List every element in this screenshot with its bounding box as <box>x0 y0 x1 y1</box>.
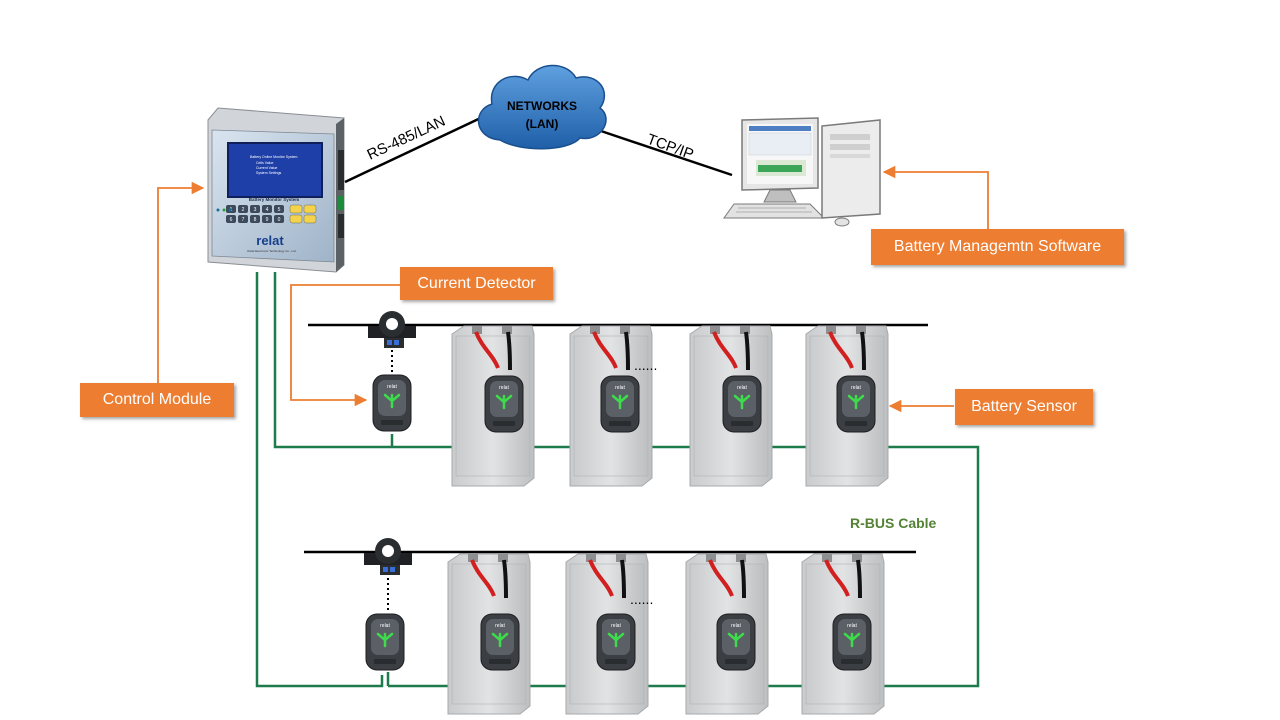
tcpip-label: TCP/IP <box>645 131 696 164</box>
battery-row-2: ...... <box>304 538 916 716</box>
lan-label: (LAN) <box>526 117 559 131</box>
battery-sensor <box>831 612 873 672</box>
battery-row-1: ...... <box>308 311 928 488</box>
keypad-key-label: 7 <box>242 217 245 223</box>
keypad-key <box>238 205 248 213</box>
battery-sensor-callout: Battery Sensor <box>955 389 1093 425</box>
keypad-key <box>250 215 260 223</box>
keypad-key <box>226 215 236 223</box>
battery-sensor <box>479 612 521 672</box>
current-detector <box>368 311 416 348</box>
keypad-key-label: 6 <box>230 217 233 223</box>
tcpip-link <box>597 128 733 177</box>
keypad-key <box>274 215 284 223</box>
keypad-key-label: 4 <box>266 207 269 213</box>
software-callout: Battery Managemtn Software <box>871 229 1124 265</box>
keypad-key-label: 3 <box>254 207 257 213</box>
device-screen <box>227 142 323 198</box>
row2-ellipsis: ...... <box>630 591 653 607</box>
device-brand: relat <box>256 233 284 248</box>
computer <box>723 117 881 227</box>
network-cloud: NETWORKS (LAN) <box>477 64 607 150</box>
keypad-key-label: 8 <box>254 217 257 223</box>
battery-sensor <box>599 374 641 434</box>
svg-text:Battery Online Monitor System: Battery Online Monitor System <box>250 155 298 159</box>
battery-sensor <box>721 374 763 434</box>
keypad-key <box>274 205 284 213</box>
battery-sensor <box>483 374 525 434</box>
keypad-key-label: 9 <box>266 217 269 223</box>
keypad-key-label: 0 <box>278 217 281 223</box>
battery-sensor <box>595 612 637 672</box>
control-module-callout: Control Module <box>80 383 234 417</box>
svg-text:Cells Value: Cells Value <box>256 161 273 165</box>
current-detector-callout: Current Detector <box>400 267 553 300</box>
rbus-label: R-BUS Cable <box>850 515 937 531</box>
svg-text:Current Value: Current Value <box>256 166 277 170</box>
battery-sensor <box>835 374 877 434</box>
keypad-key-label: 5 <box>278 207 281 213</box>
rs485-link <box>344 113 488 184</box>
keypad-key <box>238 215 248 223</box>
battery-sensor <box>371 373 413 433</box>
keypad-key <box>262 205 272 213</box>
keypad-key <box>262 215 272 223</box>
control-module-device: Battery Online Monitor System Cells Valu… <box>207 107 345 273</box>
svg-text:System Settings: System Settings <box>256 171 282 175</box>
row1-ellipsis: ...... <box>634 357 657 373</box>
svg-text:Battery Monitor System: Battery Monitor System <box>249 197 300 202</box>
current-detector <box>364 538 412 575</box>
keypad-key-label: 2 <box>242 207 245 213</box>
battery-sensor <box>364 612 406 672</box>
keypad-key <box>250 205 260 213</box>
svg-text:Relat Electronic Technology Co: Relat Electronic Technology Co., Ltd. <box>247 249 296 253</box>
battery-sensor <box>715 612 757 672</box>
networks-label: NETWORKS <box>507 99 577 113</box>
callout-arrows <box>157 165 989 413</box>
